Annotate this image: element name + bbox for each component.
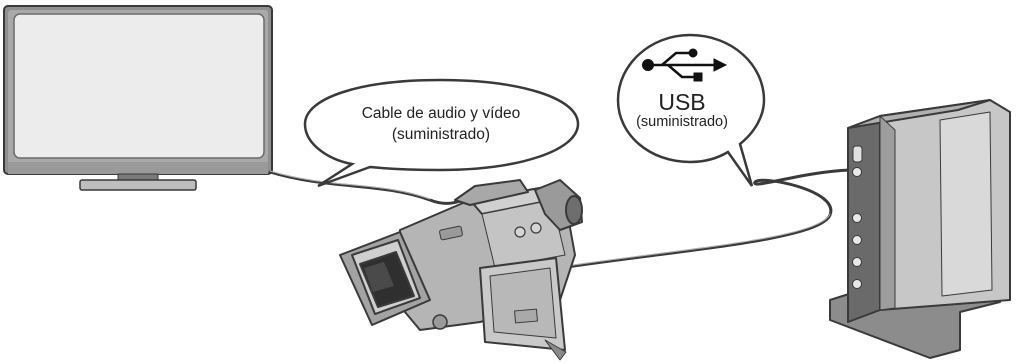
dvd-writer-icon bbox=[829, 99, 1011, 359]
tv-stand bbox=[79, 179, 197, 191]
tv-icon bbox=[3, 5, 273, 191]
usb-icon bbox=[642, 48, 728, 82]
usb-sublabel: (suministrado) bbox=[636, 114, 728, 130]
camcorder-icon bbox=[339, 179, 583, 361]
usb-cable bbox=[558, 168, 852, 270]
tv-screen bbox=[13, 13, 265, 159]
av-cable-label-line2: (suministrado) bbox=[392, 126, 490, 143]
usb-callout: USB (suministrado) bbox=[616, 33, 766, 187]
av-cable-callout: Cable de audio y vídeo (suministrado) bbox=[303, 78, 580, 188]
usb-label: USB bbox=[658, 89, 705, 115]
av-cable-label-line1: Cable de audio y vídeo bbox=[362, 105, 521, 122]
